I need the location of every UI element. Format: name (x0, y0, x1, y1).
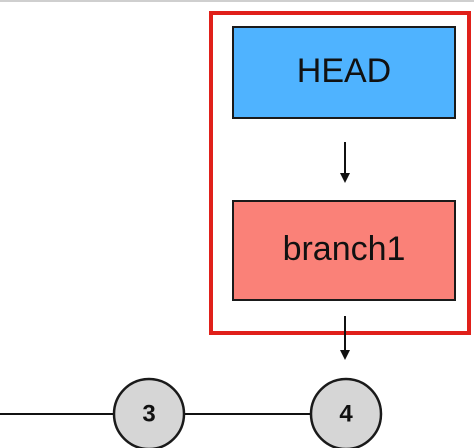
branch-label: branch1 (283, 230, 406, 268)
highlight-frame (209, 11, 471, 335)
commit-node (112, 377, 186, 448)
head-box (232, 26, 456, 119)
branch-box (232, 200, 456, 301)
head-label: HEAD (297, 52, 391, 90)
commit-label: 4 (339, 400, 353, 427)
commit-label: 3 (142, 400, 155, 427)
top-divider (0, 0, 474, 2)
commit-node (309, 377, 383, 448)
